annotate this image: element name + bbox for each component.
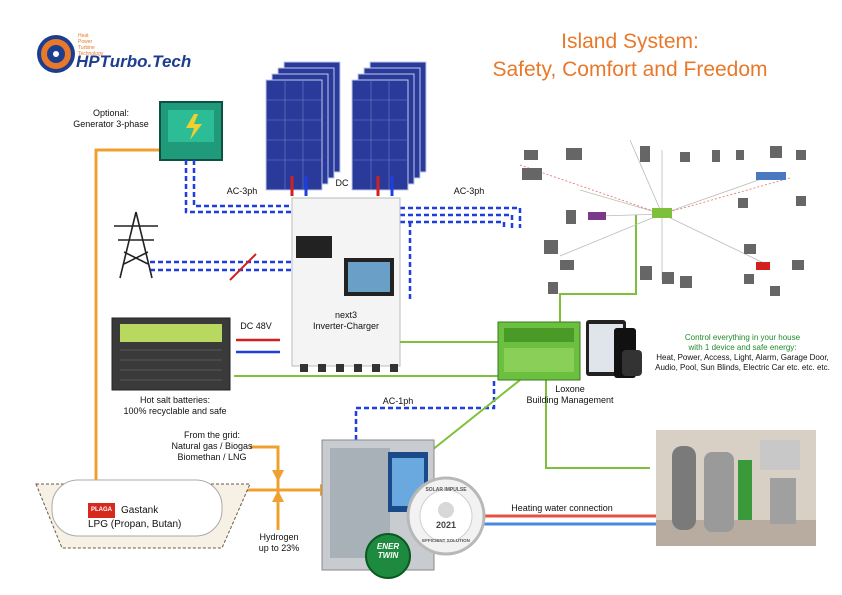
dc-panel-wires bbox=[290, 176, 394, 196]
loxone-miniserver-illustration bbox=[497, 321, 581, 381]
dc48v-wires bbox=[236, 338, 280, 354]
title-line-2: Safety, Comfort and Freedom bbox=[492, 58, 768, 81]
heating-room-photo bbox=[656, 430, 816, 546]
from-grid-label: From the grid: Natural gas / Biogas Biom… bbox=[171, 430, 253, 462]
dc-label: DC bbox=[335, 178, 349, 188]
gastank-title: Gastank LPG (Propan, Butan) bbox=[88, 505, 182, 530]
batteries-label: Hot salt batteries: 100% recyclable and … bbox=[123, 395, 227, 416]
brand-name: HPTurbo.Tech bbox=[76, 52, 192, 71]
hydrogen-arrow-up-icon bbox=[272, 490, 284, 502]
tablet-phone-illustration bbox=[586, 320, 642, 378]
brand-tagline: Heat Power Turbine Technology bbox=[78, 33, 104, 57]
loxone-label: Loxone Building Management bbox=[526, 384, 614, 405]
inverter-label: next3 Inverter-Charger bbox=[312, 310, 380, 331]
ac3ph-left-label: AC-3ph bbox=[226, 186, 258, 196]
grid-disconnect-mark bbox=[229, 253, 257, 281]
solar-impulse-badge-year: 2021 bbox=[435, 520, 457, 530]
heating-water-pipes bbox=[478, 514, 656, 526]
control-lines bbox=[234, 215, 650, 469]
power-pylon-illustration bbox=[114, 211, 158, 279]
generator-label: Optional: Generator 3-phase bbox=[73, 108, 149, 129]
hydrogen-label: Hydrogen up to 23% bbox=[258, 532, 300, 553]
hpturbo-logo-icon bbox=[37, 35, 75, 73]
enertwin-badge-icon bbox=[365, 533, 411, 579]
gas-arrow-down-icon bbox=[272, 470, 284, 482]
inverter-illustration bbox=[291, 197, 401, 372]
heating-water-label: Heating water connection bbox=[511, 503, 613, 513]
ac3ph-right-label: AC-3ph bbox=[453, 186, 485, 196]
smart-home-network-illustration bbox=[519, 139, 806, 296]
control-note-title: Control everything in your house with 1 … bbox=[684, 333, 801, 352]
gastank-illustration bbox=[35, 479, 251, 549]
batteries-illustration bbox=[111, 317, 231, 391]
plaga-logo: PLAGA bbox=[88, 503, 115, 518]
solar-panels-illustration bbox=[265, 61, 427, 191]
solar-impulse-badge-icon bbox=[406, 476, 486, 556]
control-note-body: Heat, Power, Access, Light, Alarm, Garag… bbox=[655, 353, 830, 372]
solar-impulse-badge-title: SOLAR IMPULSE bbox=[425, 487, 467, 493]
solar-impulse-badge-subtitle: EFFICIENT SOLUTION bbox=[422, 538, 470, 543]
enertwin-badge-text: ENER TWIN bbox=[376, 542, 400, 560]
dc48v-label: DC 48V bbox=[240, 321, 272, 331]
ac1ph-label: AC-1ph bbox=[382, 396, 414, 406]
ac-lines bbox=[150, 160, 522, 440]
control-note: Control everything in your house with 1 … bbox=[655, 333, 830, 373]
generator-illustration bbox=[159, 101, 223, 161]
page-title: Island System: Safety, Comfort and Freed… bbox=[470, 28, 790, 84]
title-line-1: Island System: bbox=[561, 30, 699, 53]
